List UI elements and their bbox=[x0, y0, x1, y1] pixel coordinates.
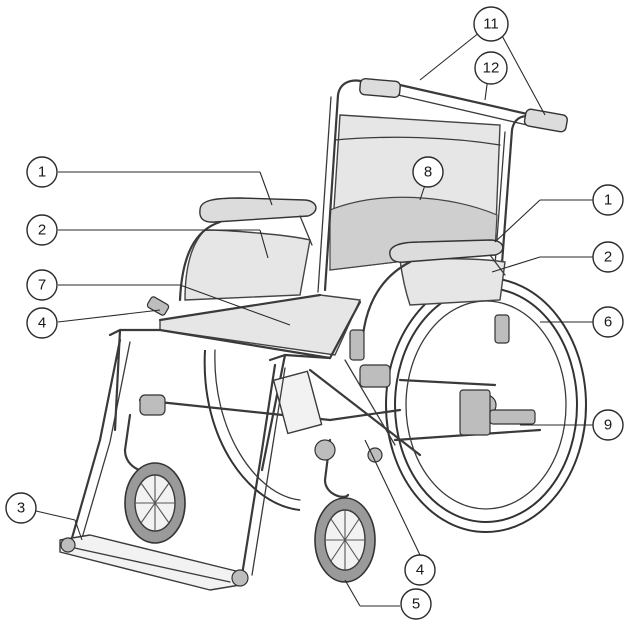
brake-mechanisms bbox=[139, 296, 536, 463]
callout-label: 3 bbox=[17, 500, 25, 517]
callout-label: 4 bbox=[416, 562, 424, 579]
caster-left bbox=[123, 413, 186, 544]
callout-7: 7 bbox=[26, 269, 58, 301]
callout-label: 9 bbox=[604, 417, 612, 434]
callout-label: 2 bbox=[38, 222, 46, 239]
callout-8: 8 bbox=[412, 156, 444, 188]
leader-lines bbox=[35, 31, 593, 607]
callout-label: 4 bbox=[38, 315, 46, 332]
callout-label: 7 bbox=[38, 277, 46, 294]
callout-3: 3 bbox=[5, 492, 37, 524]
seat bbox=[158, 293, 362, 360]
callout-11: 11 bbox=[473, 6, 509, 42]
rear-wheel-left bbox=[203, 349, 301, 511]
wheelchair-illustration bbox=[59, 78, 587, 591]
callout-label: 8 bbox=[424, 164, 432, 181]
caster-right bbox=[314, 438, 376, 583]
callout-label: 2 bbox=[604, 249, 612, 266]
callout-4-bottom: 4 bbox=[404, 554, 436, 586]
legrests bbox=[68, 338, 286, 577]
push-handle-grips bbox=[359, 78, 568, 133]
callout-6: 6 bbox=[592, 306, 624, 338]
callout-4-left: 4 bbox=[26, 307, 58, 339]
callout-label: 5 bbox=[412, 596, 420, 613]
callout-9: 9 bbox=[592, 409, 624, 441]
armrests bbox=[178, 197, 506, 347]
callout-label: 11 bbox=[483, 16, 499, 33]
callout-1-right: 1 bbox=[592, 184, 624, 216]
footplate bbox=[59, 534, 249, 591]
callout-2-left: 2 bbox=[26, 214, 58, 246]
callout-1-left: 1 bbox=[26, 156, 58, 188]
callout-2-right: 2 bbox=[592, 241, 624, 273]
callout-5: 5 bbox=[400, 588, 432, 620]
callout-label: 1 bbox=[604, 192, 612, 209]
callout-label: 6 bbox=[604, 314, 612, 331]
callout-label: 1 bbox=[38, 164, 46, 181]
side-panels bbox=[184, 229, 506, 306]
callout-12: 12 bbox=[474, 51, 508, 85]
callout-label: 12 bbox=[483, 60, 500, 77]
